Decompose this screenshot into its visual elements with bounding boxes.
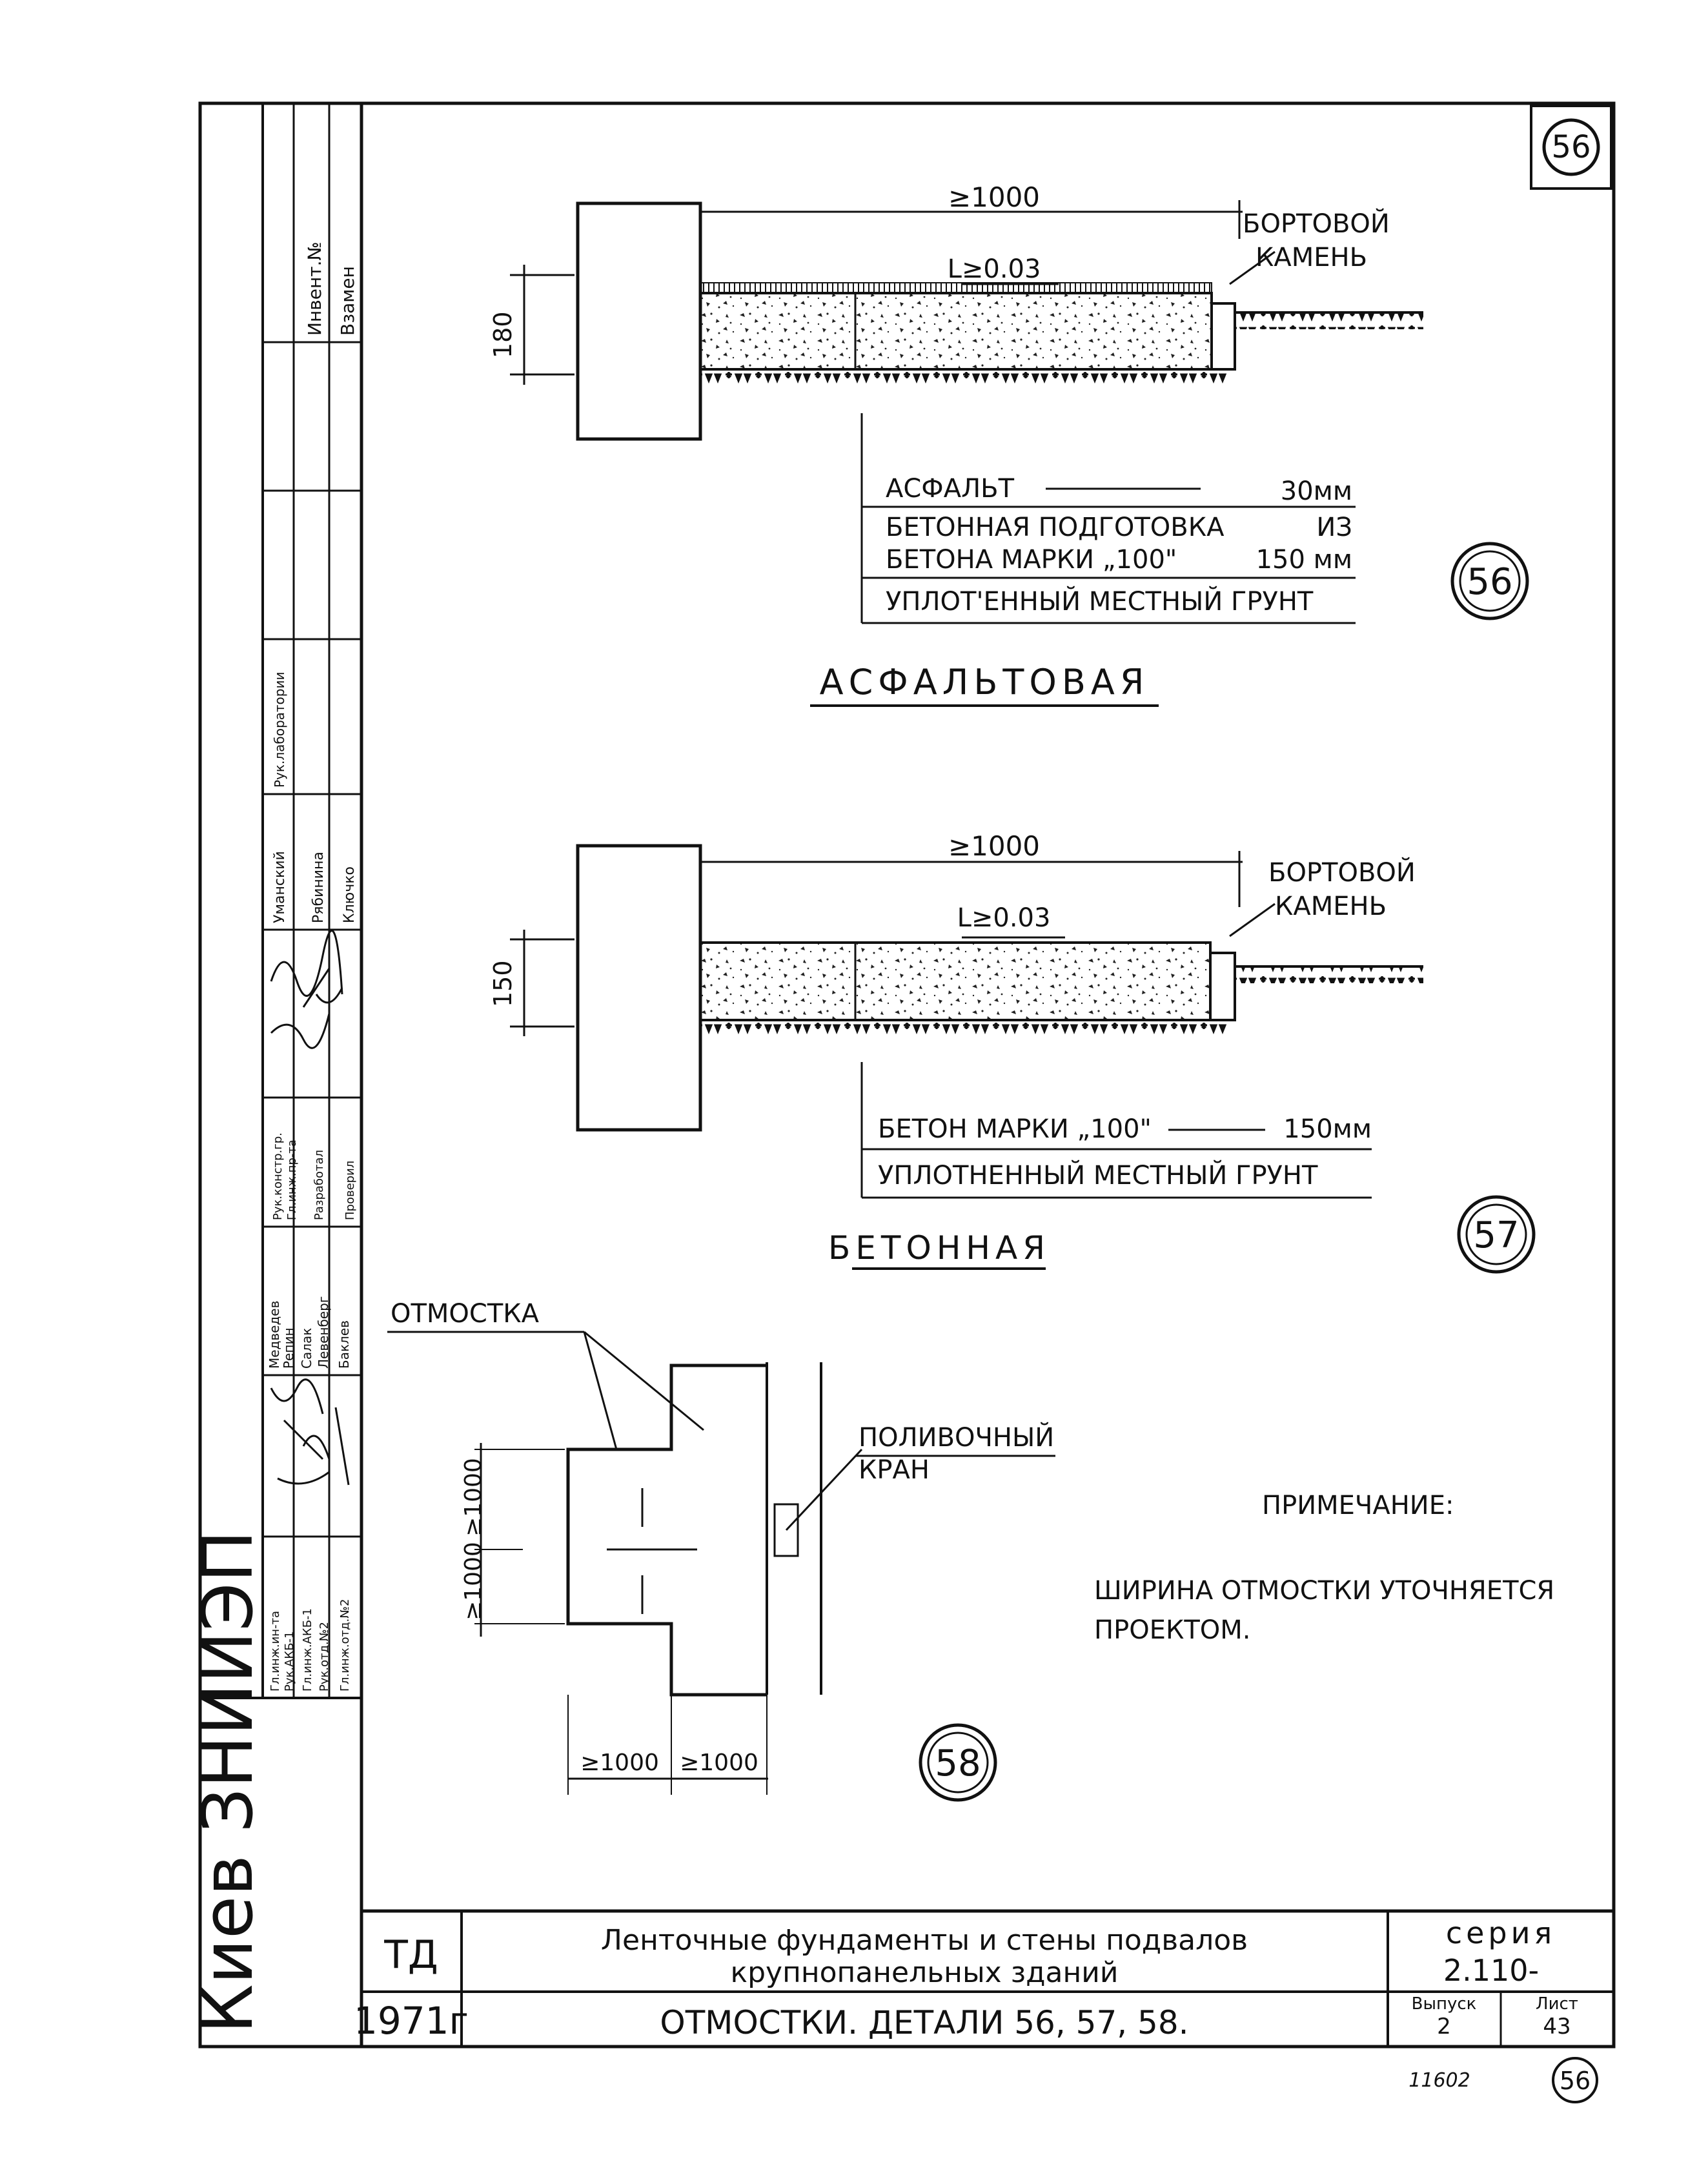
curb-label-56-line1: БОРТОВОЙ [1243,208,1390,239]
sheet-number-bottom: 56 [1552,2057,1598,2103]
concrete-layer-57 [699,941,1212,1021]
inventory-number-label: Инвент.№ [304,241,325,336]
organization-name: Киев ЗНИИЭП [188,1530,269,2034]
curb-label-57-line2: КАМЕНЬ [1275,892,1387,921]
curb-56 [1210,302,1236,371]
tap-symbol [773,1503,799,1557]
issue-label: Выпуск [1412,1994,1477,2014]
issue-value: 2 [1437,2014,1451,2039]
replace-label: Взамен [337,266,358,336]
design-head-name: Уманский [272,851,288,923]
detail-58-marker [919,1723,997,1802]
curb-57 [1209,952,1236,1021]
sheet-number-bottom-text: 56 [1560,2067,1591,2095]
series-label: серия [1446,1916,1556,1950]
detail-57-width-dim: ≥1000 [948,830,1040,862]
sheet-label: Лист [1536,1994,1578,2014]
role-checked: Проверил [343,1161,357,1220]
blind-area-label: ОТМОСТКА [391,1299,540,1329]
layer-concrete-prep-from: ИЗ [1316,513,1352,542]
detail-58-vertical-dim-1: ≥1000 [460,1458,487,1537]
checker-name: Ключко [341,866,358,923]
asphalt-layer-56 [700,282,1212,294]
layer-concrete-prep-line1: БЕТОННАЯ ПОДГОТОВКА [886,513,1225,542]
wall-56 [576,201,702,441]
blind-area-outline [566,1364,767,1697]
layer-asphalt-thickness: 30мм [1281,476,1352,506]
tap-label-line1: ПОЛИВОЧНЫЙ [859,1422,1054,1453]
layer-soil-57: УПЛОТНЕННЫЙ МЕСТНЫЙ ГРУНТ [878,1160,1318,1191]
detail-58: ОТМОСТКА ПОЛИВОЧНЫЙ КРАН ≥1000 ≥1000 ≥10… [387,1299,1055,1802]
detail-57-marker-text: 57 [1473,1214,1519,1256]
role-dept-head: Рук.отд.№2 [318,1622,331,1692]
title-block-title-line1: Ленточные фундаменты и стены подвалов [601,1924,1248,1957]
detail-57-slope: L≥0.03 [957,903,1051,933]
detail-56-marker-text: 56 [1467,561,1512,603]
layer-concrete-prep-line2: БЕТОНА МАРКИ „100" [886,545,1177,575]
frame [198,101,1616,2049]
stamp-number: 11602 [1408,2069,1470,2092]
layer-concrete-57: БЕТОН МАРКИ „100" [878,1114,1152,1144]
left-strip: Инвент.№ Взамен Рук.лаборатории Уманский… [188,103,361,2034]
wall-57 [576,844,702,1132]
lab-head-label: Рук.лаборатории [272,672,287,788]
detail-56-height-dim: 180 [489,311,517,358]
detail-56-marker [1450,542,1529,620]
sheet-number-top: 56 [1542,118,1600,176]
detail-57-marker [1457,1195,1536,1274]
designer-name: Рябинина [310,852,327,923]
title-block: ТД 1971г Ленточные фундаменты и стены по… [354,1909,1616,2049]
layer-soil-56: УПЛОТ'ЕННЫЙ МЕСТНЫЙ ГРУНТ [886,586,1314,617]
curb-label-56-line2: КАМЕНЬ [1256,243,1367,272]
signature-scribble-2 [270,1378,350,1486]
detail-58-marker-text: 58 [935,1743,981,1784]
note-line-2: ПРОЕКТОМ. [1094,1615,1251,1645]
role-chief-institute-engineer: Гл.инж.ин-та [269,1611,282,1692]
title-block-title-line2: крупнопанельных зданий [731,1956,1119,1989]
name-baklev: Баклев [336,1320,352,1369]
soil-layer-57 [700,1020,1230,1038]
detail-57: ≥1000 L≥0.03 БОРТОВОЙ КАМЕНЬ 150 БЕТОН М… [489,830,1536,1274]
curb-label-57-line1: БОРТОВОЙ [1268,857,1416,888]
detail-56-width-dim: ≥1000 [948,181,1040,213]
layer-concrete-prep-thickness: 150 мм [1256,545,1352,575]
tap-label-line2: КРАН [859,1455,930,1485]
detail-57-title: БЕТОННАЯ [828,1229,1050,1267]
sheet-value: 43 [1543,2014,1571,2039]
name-repin: Репин [281,1327,296,1369]
detail-56: ≥1000 L≥0.03 БОРТОВОЙ КАМЕНЬ 180 АСФАЛЬТ… [489,181,1529,707]
detail-56-slope: L≥0.03 [948,254,1041,284]
signature-scribble [270,930,343,1049]
detail-58-horizontal-dim-2: ≥1000 [680,1750,758,1776]
title-block-code: ТД [383,1932,438,1978]
layer-asphalt: АСФАЛЬТ [886,474,1015,504]
layer-concrete-57-thickness: 150мм [1283,1114,1372,1144]
title-block-subtitle: ОТМОСТКИ. ДЕТАЛИ 56, 57, 58. [660,2004,1188,2041]
role-akb-chief-engineer: Гл.инж.АКБ-1 [301,1608,314,1692]
role-developed: Разработал [312,1150,326,1220]
role-design-head: Рук.констр.гр. [271,1132,285,1220]
note: ПРИМЕЧАНИЕ: ШИРИНА ОТМОСТКИ УТОЧНЯЕТСЯ П… [1094,1491,1554,1645]
title-block-year: 1971г [354,1999,469,2043]
name-medvedev: Медведев [267,1301,282,1369]
detail-57-height-dim: 150 [489,960,517,1007]
role-chief-project-engineer: Гл.инж.пр-та [285,1140,299,1220]
sheet-number-top-text: 56 [1551,129,1591,165]
note-line-1: ШИРИНА ОТМОСТКИ УТОЧНЯЕТСЯ [1094,1576,1554,1606]
note-heading: ПРИМЕЧАНИЕ: [1262,1491,1454,1520]
role-dept-chief-engineer: Гл.инж.отд.№2 [338,1599,352,1692]
name-salak: Салак [299,1328,314,1369]
detail-58-horizontal-dim-1: ≥1000 [580,1750,659,1776]
soil-layer-56 [700,369,1230,387]
series-value: 2.110- [1443,1953,1539,1988]
detail-58-vertical-dim-2: ≥1000 [460,1542,487,1620]
concrete-layer-56 [699,292,1213,371]
detail-56-title: АСФАЛЬТОВАЯ [820,662,1150,702]
role-akb-head: Рук.АКБ-1 [283,1631,296,1692]
name-levenberg: Левенберг [316,1296,331,1369]
